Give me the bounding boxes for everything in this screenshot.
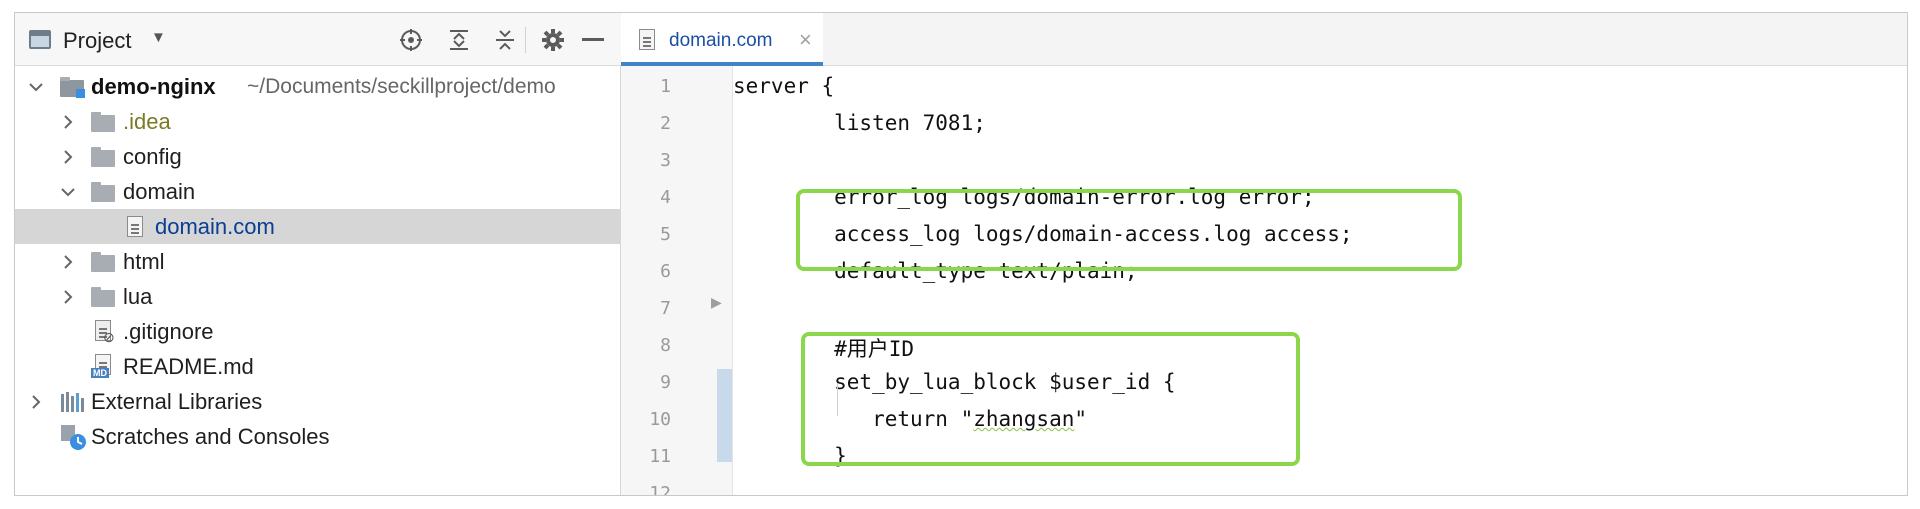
ide-window: Project ▼ demo-nginx: [14, 12, 1908, 496]
close-icon[interactable]: ×: [799, 27, 812, 52]
tree-item-label: demo-nginx: [91, 73, 216, 99]
line-number: 11: [649, 446, 671, 467]
highlight-box-logs: [796, 189, 1462, 271]
expand-all-icon[interactable]: [443, 24, 475, 56]
module-folder-icon: [60, 77, 85, 98]
line-number: 4: [660, 187, 671, 208]
folder-icon: [91, 147, 115, 167]
line-number: 10: [649, 409, 671, 430]
tree-item-gitignore[interactable]: ⊘ .gitignore: [15, 314, 621, 349]
project-title[interactable]: Project: [63, 28, 132, 53]
tree-item-label: Scratches and Consoles: [91, 423, 330, 449]
scratches-icon: [61, 425, 87, 454]
code-token: ": [1074, 407, 1088, 431]
md-badge-icon: MD: [91, 368, 109, 378]
folder-icon: [91, 287, 115, 307]
tree-item-label: README.md: [123, 353, 254, 379]
code-line: listen 7081;: [733, 111, 986, 135]
vcs-change-marker[interactable]: [717, 369, 732, 462]
tab-domain-com[interactable]: domain.com ×: [621, 13, 823, 66]
tree-item-label: domain.com: [155, 213, 275, 239]
header-divider: [525, 27, 526, 53]
editor-tab-bar: domain.com ×: [621, 13, 1907, 66]
chevron-down-icon[interactable]: [59, 183, 77, 201]
line-number: 8: [660, 335, 671, 356]
tree-item-domain[interactable]: domain: [15, 174, 621, 209]
project-path: ~/Documents/seckillproject/demo: [247, 74, 556, 98]
folder-icon: [91, 112, 115, 132]
tree-item-lua[interactable]: lua: [15, 279, 621, 314]
tree-item-config[interactable]: config: [15, 139, 621, 174]
code-line: set_by_lua_block $user_id {: [733, 370, 1176, 394]
line-number-gutter: 1 2 3 4 5 6 7 8 9 10 11 12 ▶: [621, 66, 733, 496]
tree-item-label: config: [123, 143, 182, 169]
tab-label: domain.com: [669, 30, 773, 51]
code-line: default_type text/plain;: [733, 259, 1138, 283]
editor-panel: domain.com × 1 2 3 4 5 6 7 8 9 10 11 12 …: [621, 13, 1907, 496]
code-line: access_log logs/domain-access.log access…: [733, 222, 1353, 246]
tree-item-label: html: [123, 248, 165, 274]
tree-item-domain-com[interactable]: domain.com: [15, 209, 621, 244]
spelling-typo-word: zhangsan: [973, 407, 1075, 431]
text-file-icon: [127, 216, 143, 237]
code-line: server {: [733, 74, 835, 98]
chevron-down-icon[interactable]: ▼: [151, 29, 166, 46]
tree-item-label: .gitignore: [123, 318, 214, 344]
project-window-icon: [29, 30, 51, 49]
line-number: 7: [660, 298, 671, 319]
chevron-right-icon[interactable]: [59, 288, 77, 306]
code-area[interactable]: server { listen 7081; error_log logs/dom…: [733, 66, 1907, 495]
tree-item-label: domain: [123, 178, 196, 204]
libraries-icon: [61, 392, 85, 418]
ignore-badge-icon: ⊘: [103, 329, 115, 345]
tree-item-label: .idea: [123, 108, 171, 134]
ignored-file-icon: [95, 320, 111, 341]
line-number: 6: [660, 261, 671, 282]
locate-file-icon[interactable]: [395, 24, 427, 56]
line-number: 12: [649, 483, 671, 496]
tree-item-external-libraries[interactable]: External Libraries: [15, 384, 621, 419]
chevron-right-icon[interactable]: [59, 113, 77, 131]
project-panel: Project ▼ demo-nginx: [15, 13, 621, 495]
line-number: 3: [660, 150, 671, 171]
tree-item-demo-nginx[interactable]: demo-nginx ~/Documents/seckillproject/de…: [15, 69, 621, 104]
folder-icon: [91, 252, 115, 272]
code-line: #用户ID: [733, 337, 915, 361]
chevron-right-icon[interactable]: [59, 253, 77, 271]
indent-guide: [837, 383, 838, 416]
fold-arrow-icon[interactable]: ▶: [711, 294, 722, 310]
project-header: Project ▼: [15, 13, 621, 66]
tree-item-idea[interactable]: .idea: [15, 104, 621, 139]
collapse-all-icon[interactable]: [489, 24, 521, 56]
line-number: 9: [660, 372, 671, 393]
tree-item-html[interactable]: html: [15, 244, 621, 279]
highlight-box-lua-block: [801, 332, 1300, 466]
chevron-right-icon[interactable]: [59, 148, 77, 166]
tree-item-readme[interactable]: MD README.md: [15, 349, 621, 384]
folder-icon: [91, 182, 115, 202]
tree-item-label: lua: [123, 283, 153, 309]
line-number: 5: [660, 224, 671, 245]
line-number: 2: [660, 113, 671, 134]
text-file-icon: [639, 29, 655, 50]
tree-item-scratches[interactable]: Scratches and Consoles: [15, 419, 621, 454]
gear-icon[interactable]: [537, 24, 569, 56]
code-line: return "zhangsan": [733, 407, 1087, 431]
chevron-down-icon[interactable]: [27, 78, 45, 96]
chevron-right-icon[interactable]: [27, 393, 45, 411]
code-token: return ": [733, 407, 974, 431]
line-number: 1: [660, 76, 671, 97]
minimize-icon[interactable]: [577, 24, 609, 56]
tree-item-label: External Libraries: [91, 388, 263, 414]
